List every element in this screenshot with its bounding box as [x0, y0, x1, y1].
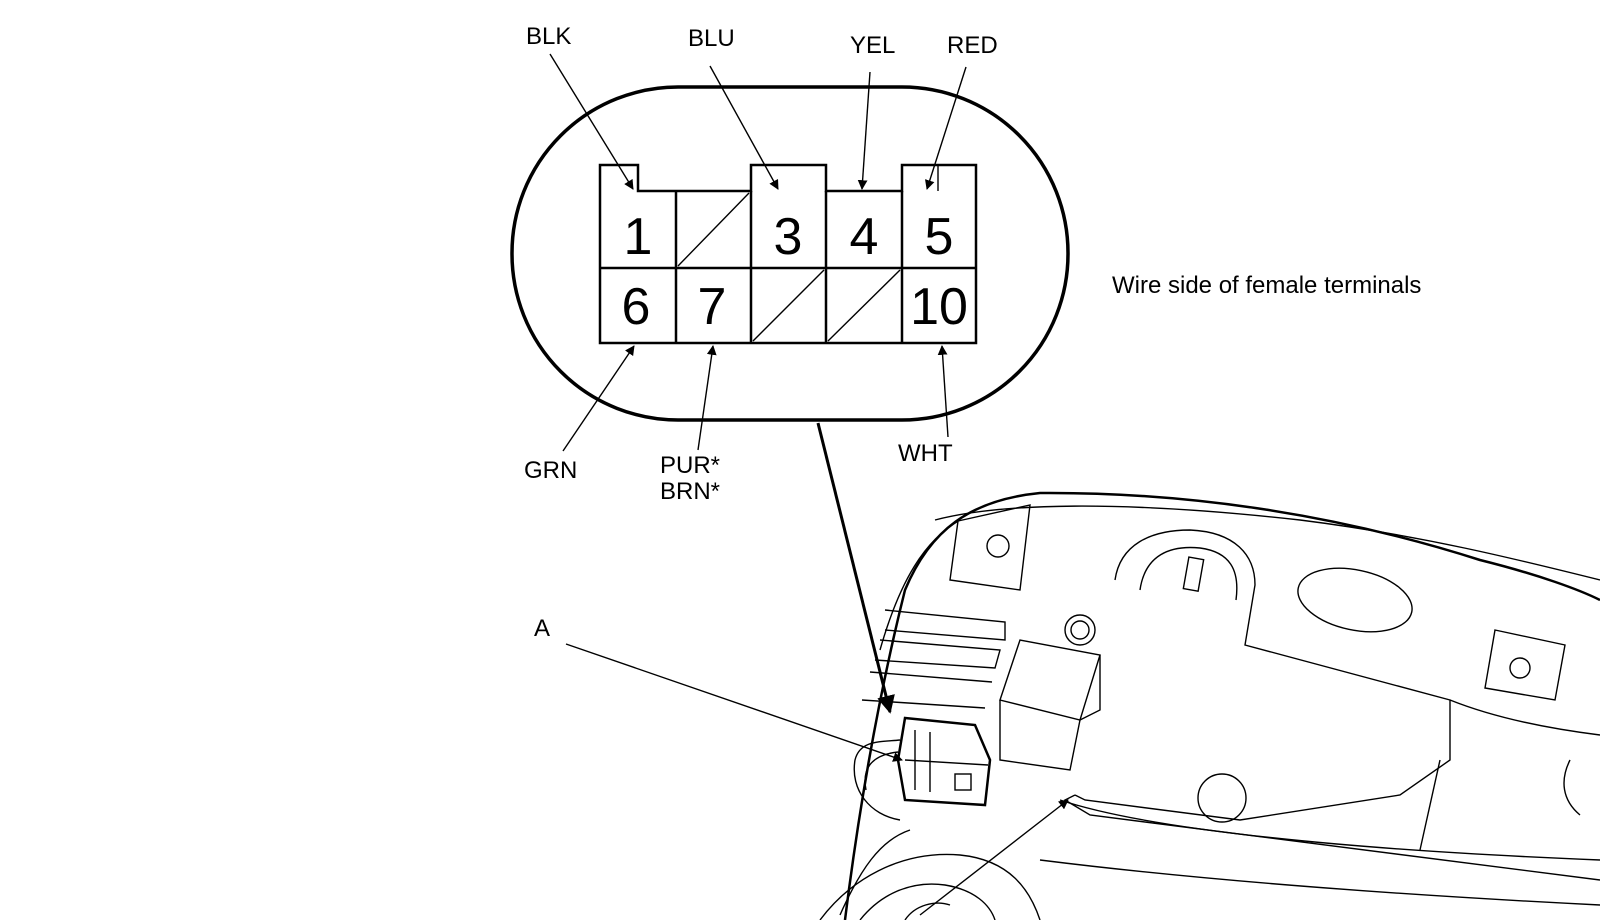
callout-a-leader: [565, 643, 903, 762]
leader-blu: [709, 65, 779, 190]
pin-3: 3: [774, 208, 803, 266]
empty-cavity-2: [677, 192, 750, 267]
wire-label-wht: WHT: [898, 440, 953, 467]
wire-label-brn: BRN*: [660, 478, 720, 505]
wire-label-yel: YEL: [850, 32, 895, 59]
vehicle-assembly: [819, 491, 1600, 920]
empty-cavity-9: [827, 269, 901, 342]
callout-a-label: A: [534, 615, 550, 642]
leader-yel: [857, 71, 871, 190]
wire-label-red: RED: [947, 32, 998, 59]
pin-5: 5: [925, 208, 954, 266]
wire-label-pur: PUR*: [660, 452, 720, 479]
leader-pur-brn: [697, 345, 717, 451]
wire-label-blk: BLK: [526, 23, 571, 50]
wire-label-grn: GRN: [524, 457, 577, 484]
wire-label-blu: BLU: [688, 25, 735, 52]
leader-wht: [937, 345, 949, 438]
leader-red: [925, 66, 967, 190]
connector-bubble: [510, 85, 1070, 422]
pin-10: 10: [910, 278, 968, 336]
leader-grn: [562, 345, 635, 452]
pin-4: 4: [850, 208, 879, 266]
view-note: Wire side of female terminals: [1112, 272, 1421, 299]
pin-1: 1: [624, 208, 653, 266]
pin-6: 6: [622, 278, 651, 336]
bubble-pointer: [816, 422, 895, 714]
wire-labels: BLK BLU YEL RED GRN PUR* BRN* WHT: [524, 23, 998, 505]
connector-face: 1 3 4 5 6 7 10: [598, 163, 978, 345]
empty-cavity-8: [752, 269, 825, 342]
leader-blk: [549, 53, 634, 190]
pin-7: 7: [698, 278, 727, 336]
